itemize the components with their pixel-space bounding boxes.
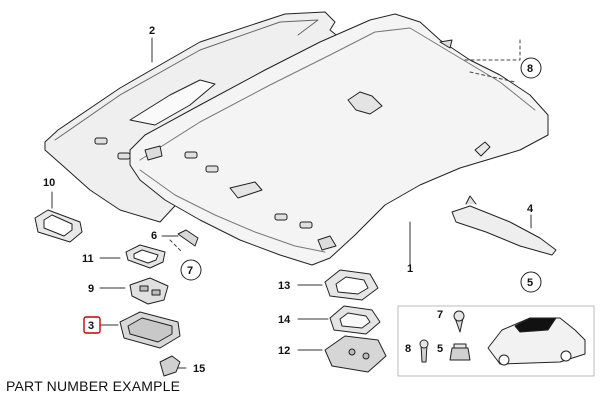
cover-part-13 bbox=[324, 269, 379, 301]
housing-part-12 bbox=[324, 335, 387, 373]
fastener-inset bbox=[397, 305, 595, 377]
frame-part-14 bbox=[329, 305, 381, 335]
callout-12: 12 bbox=[278, 345, 290, 357]
callout-circle-5 bbox=[520, 271, 542, 293]
callout-6: 6 bbox=[151, 230, 157, 242]
light-part-3 bbox=[119, 311, 181, 349]
callout-4: 4 bbox=[527, 203, 534, 215]
bracket-part-9 bbox=[129, 277, 169, 305]
frame-part-11 bbox=[125, 244, 166, 269]
callout-5-circle: 5 bbox=[527, 277, 533, 289]
callout-15: 15 bbox=[193, 363, 205, 375]
callout-13: 13 bbox=[278, 280, 290, 292]
callout-7-circle: 7 bbox=[187, 265, 193, 277]
clip-part-15 bbox=[159, 355, 181, 377]
callout-8-inset: 8 bbox=[405, 343, 411, 355]
callout-1: 1 bbox=[407, 263, 413, 275]
callout-8-circle: 8 bbox=[527, 63, 533, 75]
frame-part-10 bbox=[34, 209, 83, 243]
leader-lines-solid bbox=[51, 37, 532, 369]
callout-7-inset: 7 bbox=[437, 309, 443, 321]
callout-circle-7 bbox=[180, 259, 202, 281]
clip-part-6 bbox=[177, 229, 199, 247]
trim-part-4 bbox=[451, 205, 557, 256]
highlight-box-3 bbox=[83, 316, 101, 334]
callout-3: 3 bbox=[88, 320, 94, 332]
callout-2: 2 bbox=[149, 25, 155, 37]
callout-9: 9 bbox=[88, 283, 94, 295]
callout-11: 11 bbox=[82, 253, 94, 265]
callout-10: 10 bbox=[43, 177, 55, 189]
callout-14: 14 bbox=[278, 314, 291, 326]
headliner-part-1 bbox=[129, 13, 549, 266]
callout-circle-8 bbox=[520, 57, 542, 79]
callout-5-inset: 5 bbox=[437, 343, 443, 355]
caption: PART NUMBER EXAMPLE bbox=[6, 378, 181, 394]
